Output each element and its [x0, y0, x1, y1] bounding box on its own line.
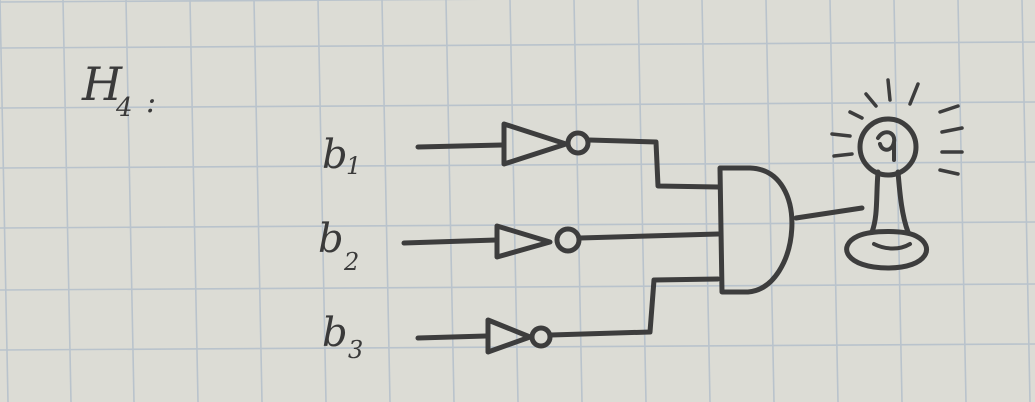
grid-line-vertical — [701, 0, 711, 402]
grid-line-horizontal — [0, 283, 1035, 291]
grid-line-vertical — [1021, 0, 1031, 402]
input-label-b2: b 2 — [318, 216, 359, 276]
output-wire — [793, 205, 865, 221]
grid-line-horizontal — [0, 221, 1035, 229]
grid-line-horizontal — [0, 0, 484, 3]
input-b3-name: b — [322, 310, 348, 356]
input-b1-subscript: 1 — [346, 152, 361, 180]
grid-line-horizontal — [0, 161, 1035, 169]
and-gate — [717, 165, 795, 295]
grid-line-vertical — [893, 0, 903, 402]
input-label-b1: b 1 — [322, 132, 361, 180]
title-subscript: 4 — [115, 93, 133, 123]
grid-line-vertical — [573, 0, 583, 402]
light-rays — [830, 78, 964, 176]
input-wire-b2 — [401, 237, 499, 246]
input-b1-name: b — [322, 132, 348, 178]
input-b2-name: b — [318, 216, 344, 262]
wire-not2-to-and — [577, 231, 721, 241]
grid-line-vertical — [0, 0, 9, 402]
grid-line-vertical — [125, 0, 135, 402]
grid-line-vertical — [381, 0, 391, 402]
grid-line-horizontal — [0, 101, 1035, 109]
input-b3-subscript: 3 — [348, 336, 363, 364]
not-gate-2 — [494, 223, 582, 260]
input-wire-b3 — [415, 333, 489, 341]
grid-line-vertical — [62, 0, 72, 402]
grid-line-vertical — [445, 0, 455, 402]
grid-line-vertical — [957, 0, 967, 402]
grid-line-vertical — [189, 0, 199, 402]
grid-line-horizontal — [0, 343, 1035, 351]
input-b2-subscript: 2 — [343, 248, 359, 276]
light-bulb-icon — [844, 116, 929, 271]
input-wire-b1 — [415, 142, 505, 150]
wire-not1-to-and — [586, 137, 721, 190]
not-gate-1 — [501, 121, 591, 167]
grid-line-vertical — [829, 0, 839, 402]
title-colon: : — [146, 85, 156, 120]
grid-line-vertical — [765, 0, 775, 402]
input-label-b3: b 3 — [322, 310, 363, 364]
grid-line-vertical — [509, 0, 519, 402]
grid-line-vertical — [253, 0, 263, 402]
grid-line-vertical — [317, 0, 327, 402]
wire-not3-to-and — [548, 276, 721, 338]
title-letter: H — [81, 57, 123, 111]
grid-line-horizontal — [0, 41, 1035, 49]
grid-line-vertical — [637, 0, 647, 402]
circuit-title: H 4 : — [81, 57, 156, 123]
